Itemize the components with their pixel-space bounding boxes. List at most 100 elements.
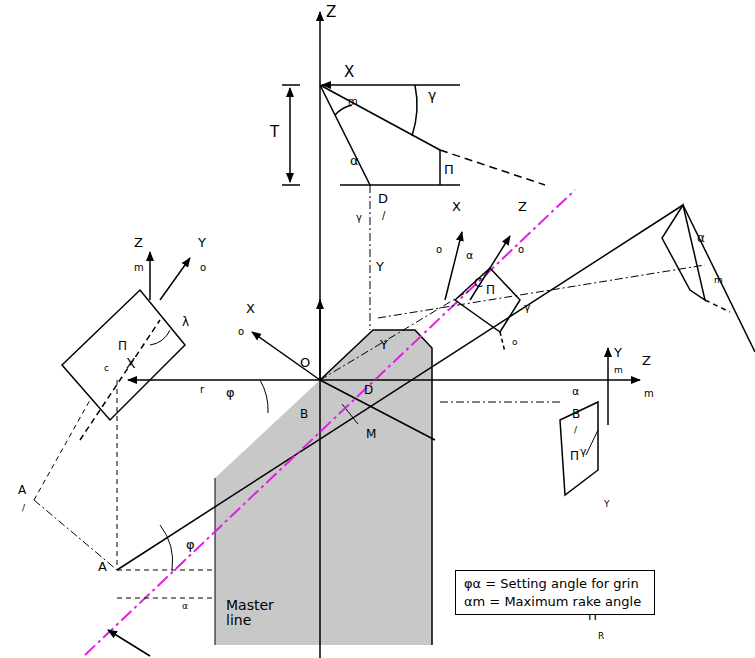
axis-label: γ <box>524 302 531 314</box>
middle-inset <box>445 232 520 352</box>
drawing-stroke <box>378 265 705 318</box>
drawing-stroke <box>252 332 320 380</box>
axis-label: X <box>452 200 461 214</box>
drawing-stroke <box>117 380 118 570</box>
drawing-stroke <box>62 290 185 420</box>
axis-label: A <box>18 484 26 497</box>
axis-label: Π <box>486 284 495 297</box>
drawing-stroke <box>586 430 598 455</box>
drawing-stroke <box>705 300 730 312</box>
axis-label: o <box>436 244 442 255</box>
axis-label: Y <box>380 338 388 352</box>
drawing-stroke <box>500 332 505 352</box>
axis-label: X <box>344 64 354 81</box>
axis-label: Z <box>518 200 527 214</box>
axis-label: m <box>714 276 723 286</box>
drawing-stroke <box>319 300 321 380</box>
axis-label: Y <box>614 346 622 360</box>
drawing-stroke <box>320 85 440 150</box>
axis-label: α <box>466 250 473 262</box>
drawing-stroke <box>320 380 435 440</box>
drawing-stroke <box>320 290 470 380</box>
drawing-stroke <box>117 570 215 571</box>
drawing-stroke <box>470 236 510 300</box>
drawing-stroke <box>149 252 151 300</box>
drawing-stroke <box>439 150 441 185</box>
axis-label: R <box>598 632 604 642</box>
legend-text: φα = Setting angle for grin <box>464 575 646 593</box>
axis-label: B <box>300 408 308 421</box>
cutting-edges <box>117 205 683 570</box>
axis-label: α <box>182 602 188 612</box>
axis-label: / <box>382 210 385 221</box>
axis-label: c <box>104 364 109 374</box>
axis-label: λ <box>182 316 189 329</box>
drawing-stroke <box>160 525 173 570</box>
axis-label: γ <box>428 88 436 103</box>
drawing-stroke <box>117 205 683 570</box>
axis-label: φ <box>226 386 235 400</box>
drawing-stroke <box>683 205 755 352</box>
drawing-stroke <box>282 184 300 186</box>
axis-label: γ <box>356 212 362 223</box>
drawing-stroke <box>215 478 216 645</box>
axis-label: α <box>572 386 579 398</box>
drawing-stroke <box>80 320 160 440</box>
axis-label: o <box>518 244 524 255</box>
drawing-stroke <box>320 379 640 381</box>
drawing-stroke <box>412 85 417 136</box>
drawing-stroke <box>289 88 291 182</box>
axes <box>128 12 640 658</box>
axis-label: Π <box>570 450 579 463</box>
master-line-label: Master line <box>226 598 288 629</box>
axis-label: r <box>200 384 204 395</box>
axis-label: α <box>697 232 705 245</box>
axis-label: Y <box>198 236 206 250</box>
drawing-stroke <box>260 380 268 413</box>
drawing-stroke <box>560 402 598 495</box>
axis-label: C <box>474 276 483 290</box>
axis-label: A <box>98 560 107 574</box>
drawing-stroke <box>320 85 370 185</box>
drawing-stroke <box>128 379 320 381</box>
axis-label: D <box>378 192 388 206</box>
axis-label: φ <box>186 538 195 552</box>
drawing-stroke <box>445 232 462 300</box>
drawing-stroke <box>319 12 321 658</box>
axis-label: Z <box>134 236 143 250</box>
top-section <box>282 85 545 330</box>
drawing-stroke <box>215 330 432 645</box>
tool-body <box>215 330 432 645</box>
axis-label: B <box>572 408 580 421</box>
axis-label: / <box>574 426 577 436</box>
right-inset <box>560 348 608 495</box>
axis-label: Y <box>604 500 610 510</box>
axis-label: o <box>238 326 244 337</box>
drawing-stroke <box>117 598 215 599</box>
axis-label: o <box>512 338 518 348</box>
axis-label: Z <box>642 354 651 368</box>
axis-label: T <box>270 124 279 141</box>
axis-label: X <box>246 302 255 316</box>
axis-label: O <box>300 356 310 370</box>
drawing-stroke <box>455 268 520 332</box>
drawing-stroke <box>150 330 170 345</box>
legend-text: αm = Maximum rake angle <box>464 593 646 611</box>
drawing-stroke <box>342 404 358 424</box>
axis-label: o <box>200 262 206 273</box>
drawing-stroke <box>607 348 609 425</box>
axis-label: X <box>126 356 136 371</box>
axis-label: Z <box>326 4 336 21</box>
axis-label: m <box>348 96 358 107</box>
drawing-stroke <box>34 400 90 500</box>
drawing-stroke <box>340 184 460 186</box>
drawing-stroke <box>662 205 705 300</box>
axis-label: m <box>644 388 654 399</box>
axis-label: / <box>22 504 25 514</box>
legend-box: φα = Setting angle for grinαm = Maximum … <box>455 570 655 615</box>
axis-label: Π <box>444 163 454 177</box>
drawing-stroke <box>440 150 545 185</box>
drawing-stroke <box>370 185 371 330</box>
